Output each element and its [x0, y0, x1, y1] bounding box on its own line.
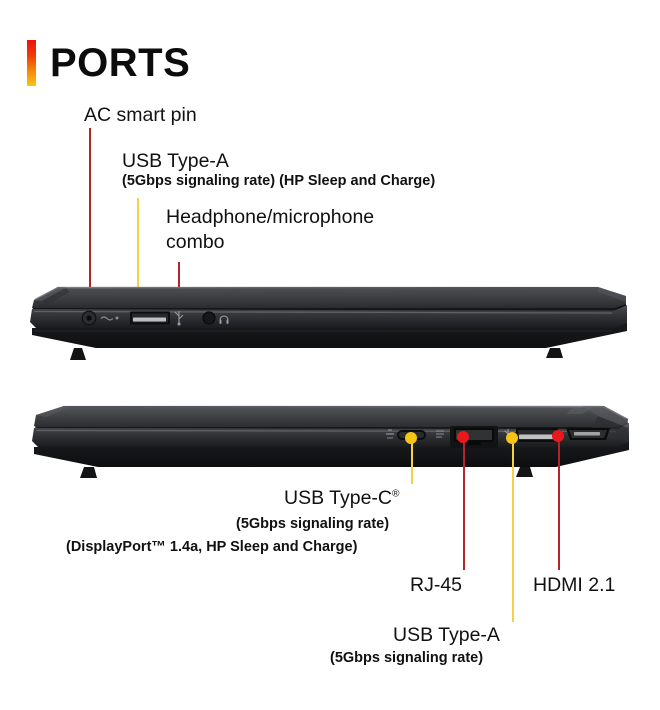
- page-title: PORTS: [50, 41, 191, 85]
- leader-line-headphone-combo: [178, 262, 180, 305]
- marker-dot-usb-type-c: [405, 432, 417, 444]
- callout-sub1-usb-type-c: (5Gbps signaling rate): [236, 516, 390, 532]
- leader-line-usb-type-c: [411, 440, 413, 484]
- marker-dot-rj-45: [457, 431, 469, 443]
- callout-label-headphone-combo-line1: Headphone/microphone: [166, 206, 375, 228]
- leader-line-usb-type-a-left: [137, 198, 139, 305]
- laptop-left-side-image: [26, 278, 636, 366]
- registered-mark-icon: ®: [392, 488, 400, 500]
- callout-label-hdmi: HDMI 2.1: [533, 574, 616, 596]
- callout-sub-usb-type-a-right: (5Gbps signaling rate): [330, 650, 484, 666]
- callout-label-rj-45: RJ-45: [410, 574, 463, 596]
- laptop-right-side-image: [26, 398, 636, 483]
- accent-bar-icon: [27, 40, 36, 86]
- callout-label-headphone-combo-line2: combo: [166, 231, 225, 253]
- callout-label-usb-type-c-text: USB Type-C: [284, 487, 393, 509]
- leader-line-rj-45: [463, 440, 465, 570]
- callout-sub-usb-type-a-left: (5Gbps signaling rate) (HP Sleep and Cha…: [122, 173, 436, 189]
- page-title-block: PORTS: [27, 40, 190, 86]
- leader-line-usb-type-a-right: [512, 440, 514, 622]
- leader-line-ac-smart-pin: [89, 128, 91, 304]
- callout-label-ac-smart-pin: AC smart pin: [84, 104, 197, 126]
- callout-label-usb-type-a-left: USB Type-A: [122, 150, 229, 172]
- marker-dot-hdmi: [552, 430, 564, 442]
- callout-label-usb-type-a-right: USB Type-A: [393, 624, 500, 646]
- callout-sub2-usb-type-c: (DisplayPort™ 1.4a, HP Sleep and Charge): [66, 539, 358, 555]
- callout-label-usb-type-c: USB Type-C®: [284, 487, 399, 510]
- marker-dot-usb-type-a-right: [506, 432, 518, 444]
- leader-line-hdmi: [558, 438, 560, 570]
